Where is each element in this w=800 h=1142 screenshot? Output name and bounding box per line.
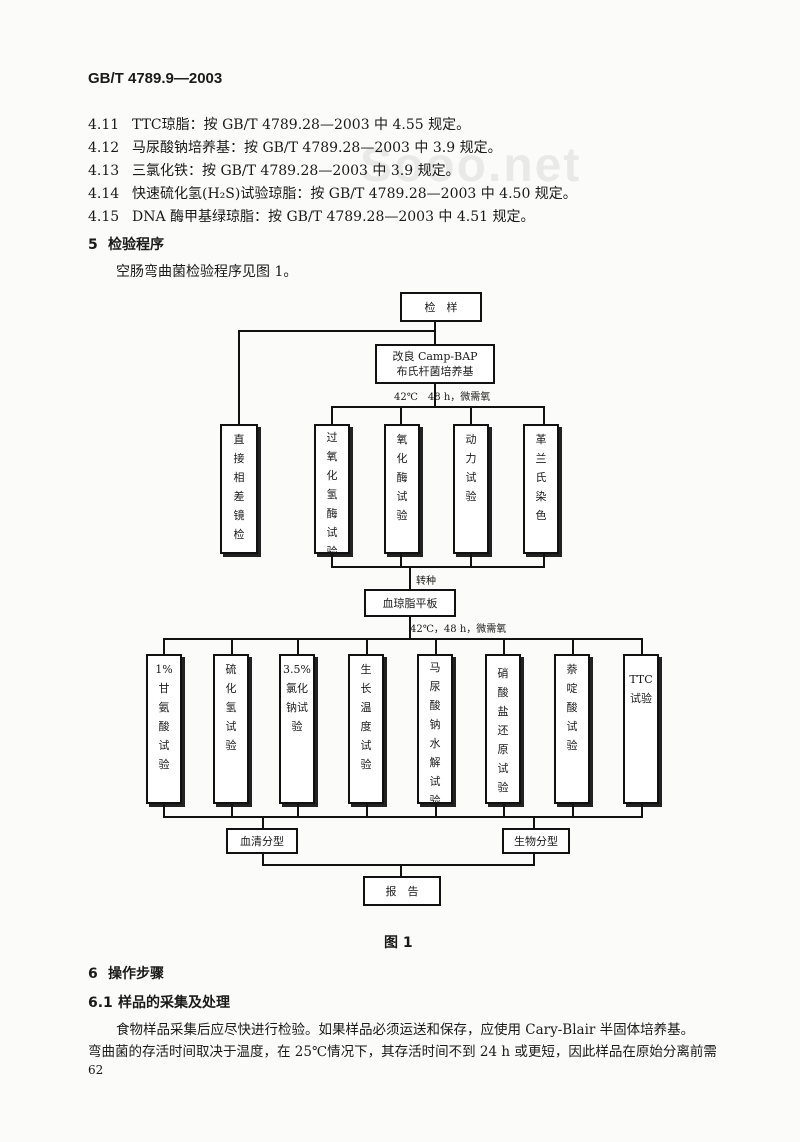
- clause-text: 三氯化铁：按 GB/T 4789.28—2003 中 3.9 规定。: [132, 163, 460, 179]
- nacl-test-box: 3.5%氯化钠试验: [279, 654, 315, 804]
- clause-4-11: 4.11 TTC琼脂：按 GB/T 4789.28—2003 中 4.55 规定。: [88, 114, 470, 134]
- connector: [231, 804, 233, 818]
- h2s-test-box: 硫化氢试验: [213, 654, 249, 804]
- section-number: 6: [88, 966, 98, 982]
- medium-line-1: 改良 Camp-BAP: [392, 350, 478, 363]
- clause-number: 4.15: [88, 209, 120, 225]
- clause-number: 4.12: [88, 140, 120, 156]
- clause-number: 4.11: [88, 117, 120, 133]
- connector: [262, 854, 264, 866]
- connector: [572, 804, 574, 818]
- incubation-condition-1: 42℃ 48 h，微需氧: [394, 392, 491, 403]
- connector: [409, 566, 411, 590]
- hippurate-hydrolysis-test-box: 马尿酸钠水解试验: [417, 654, 453, 807]
- connector: [400, 554, 402, 568]
- clause-4-12: 4.12 马尿酸钠培养基：按 GB/T 4789.28—2003 中 3.9 规定…: [88, 137, 502, 157]
- medium-line-2: 布氏杆菌培养基: [396, 365, 474, 378]
- connector: [163, 638, 165, 656]
- gram-stain-box: 革兰氏染色: [523, 424, 559, 554]
- clause-text: DNA 酶甲基绿琼脂：按 GB/T 4789.28—2003 中 4.51 规定…: [132, 209, 535, 225]
- transfer-label: 转种: [416, 576, 436, 587]
- nalidixic-acid-test-box: 萘啶酸试验: [554, 654, 590, 804]
- section-5-intro: 空肠弯曲菌检验程序见图 1。: [116, 264, 298, 280]
- page-number: 62: [88, 1063, 104, 1077]
- section-6-1-heading: 6.1 样品的采集及处理: [88, 992, 230, 1012]
- connector: [297, 638, 299, 656]
- connector: [400, 864, 402, 878]
- nitrate-reduction-test-box: 硝酸盐还原试验: [485, 654, 521, 804]
- connector: [163, 638, 643, 640]
- section-title: 操作步骤: [108, 966, 164, 982]
- clause-text: 快速硫化氢(H₂S)试验琼脂：按 GB/T 4789.28—2003 中 4.5…: [132, 186, 577, 202]
- culture-medium-box: 改良 Camp-BAP 布氏杆菌培养基: [375, 344, 495, 384]
- connector: [331, 406, 545, 408]
- glycine-test-box: 1%甘氨酸试验: [146, 654, 182, 804]
- catalase-test-box: 过氧化氢酶试验: [314, 424, 350, 558]
- connector: [543, 554, 545, 568]
- connector: [331, 406, 333, 426]
- connector: [434, 384, 436, 406]
- connector: [641, 804, 643, 818]
- clause-text: TTC琼脂：按 GB/T 4789.28—2003 中 4.55 规定。: [132, 117, 471, 133]
- direct-microscopy-box: 直接相差镜检: [220, 424, 258, 554]
- clause-number: 4.14: [88, 186, 120, 202]
- incubation-condition-2: 42℃，48 h，微需氧: [410, 624, 507, 635]
- connector: [262, 816, 264, 830]
- connector: [238, 330, 435, 332]
- connector: [163, 816, 643, 818]
- motility-test-box: 动力试验: [453, 424, 489, 554]
- report-box: 报 告: [363, 876, 441, 906]
- connector: [435, 804, 437, 818]
- section-5-heading: 5 检验程序: [88, 234, 164, 254]
- blood-agar-plate-box: 血琼脂平板: [364, 589, 456, 617]
- ttc-test-box: TTC试验: [623, 654, 659, 804]
- connector: [503, 638, 505, 656]
- section-number: 5: [88, 237, 98, 253]
- watermark: Sooo.net: [360, 139, 582, 192]
- section-number: 6.1: [88, 995, 113, 1011]
- connector: [238, 330, 240, 426]
- oxidase-test-box: 氧化酶试验: [384, 424, 420, 554]
- paragraph-line: 食物样品采集后应尽快进行检验。如果样品必须运送和保存，应使用 Cary-Blai…: [116, 1022, 695, 1038]
- clause-number: 4.13: [88, 163, 120, 179]
- connector: [331, 566, 545, 568]
- clause-text: 马尿酸钠培养基：按 GB/T 4789.28—2003 中 3.9 规定。: [132, 140, 502, 156]
- connector: [572, 638, 574, 656]
- connector: [297, 804, 299, 818]
- serotyping-box: 血清分型: [226, 828, 298, 854]
- document-id: GB/T 4789.9—2003: [88, 70, 223, 87]
- connector: [503, 804, 505, 818]
- connector: [543, 406, 545, 426]
- paragraph-line: 弯曲菌的存活时间取决于温度，在 25℃情况下，其存活时间不到 24 h 或更短，…: [88, 1044, 717, 1060]
- connector: [470, 554, 472, 568]
- section-6-heading: 6 操作步骤: [88, 963, 164, 983]
- connector: [435, 638, 437, 656]
- connector: [533, 816, 535, 830]
- connector: [231, 638, 233, 656]
- clause-4-14: 4.14 快速硫化氢(H₂S)试验琼脂：按 GB/T 4789.28—2003 中…: [88, 183, 577, 203]
- connector: [366, 804, 368, 818]
- clause-4-13: 4.13 三氯化铁：按 GB/T 4789.28—2003 中 3.9 规定。: [88, 160, 460, 180]
- connector: [434, 322, 436, 344]
- growth-temperature-test-box: 生长温度试验: [348, 654, 384, 804]
- sample-box: 检 样: [400, 292, 482, 322]
- connector: [533, 854, 535, 866]
- clause-4-15: 4.15 DNA 酶甲基绿琼脂：按 GB/T 4789.28—2003 中 4.5…: [88, 206, 535, 226]
- connector: [400, 406, 402, 426]
- connector: [366, 638, 368, 656]
- connector: [262, 864, 535, 866]
- connector: [470, 406, 472, 426]
- section-title: 检验程序: [108, 237, 164, 253]
- connector: [163, 804, 165, 818]
- connector: [641, 638, 643, 656]
- section-title: 样品的采集及处理: [118, 995, 230, 1011]
- connector: [331, 554, 333, 568]
- biotyping-box: 生物分型: [502, 828, 570, 854]
- connector: [409, 617, 411, 639]
- figure-caption: 图 1: [384, 935, 413, 951]
